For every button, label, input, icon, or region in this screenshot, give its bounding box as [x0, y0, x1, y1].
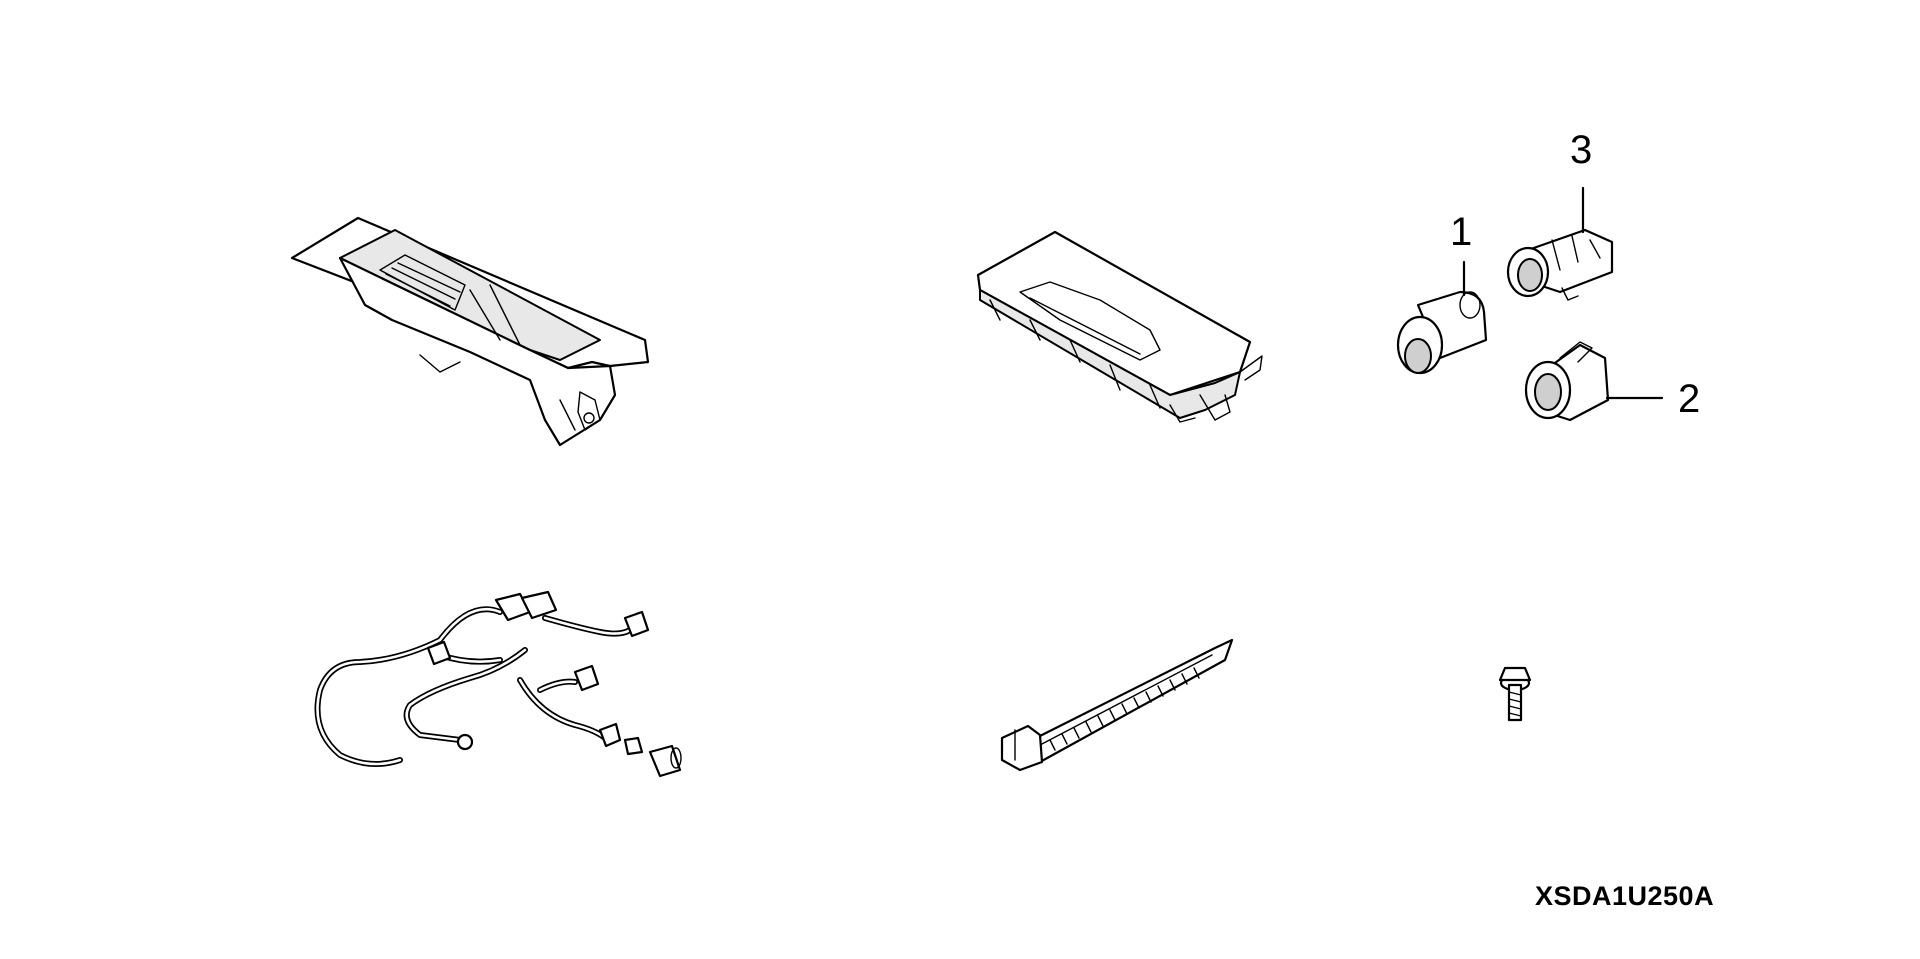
wire-harness-part	[314, 590, 682, 778]
callout-3-label: 3	[1570, 128, 1592, 172]
diagram-code: XSDA1U250A	[1535, 881, 1714, 911]
ashtray-housing-part	[290, 216, 650, 447]
callout-1-label: 1	[1450, 210, 1472, 254]
lighter-socket-part	[1506, 228, 1614, 301]
lighter-knob-part	[1396, 290, 1488, 375]
callout-2-label: 2	[1678, 377, 1700, 421]
cable-tie-part	[1000, 638, 1234, 772]
lighter-ring-part	[1524, 341, 1610, 422]
ashtray-cover-part	[976, 230, 1263, 423]
flange-bolt-part	[1498, 666, 1532, 722]
